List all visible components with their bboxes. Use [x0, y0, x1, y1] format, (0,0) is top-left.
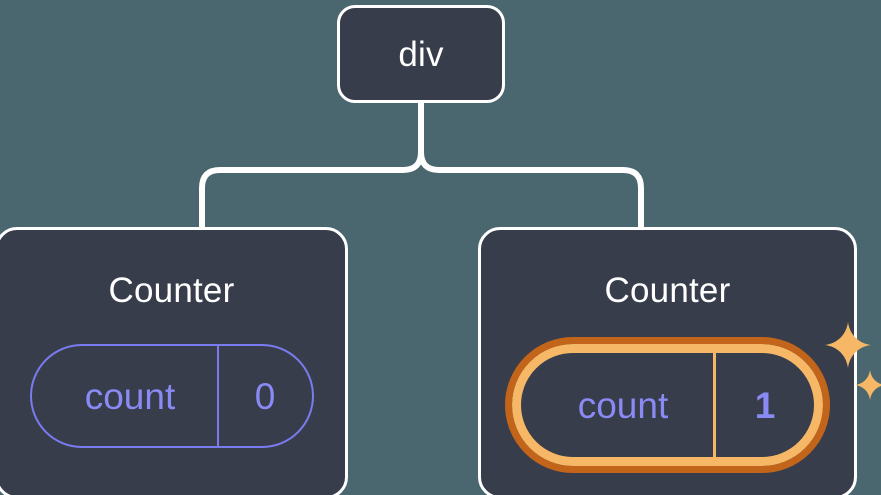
state-value-right: 1	[713, 353, 814, 457]
state-pill-left[interactable]: count 0	[29, 344, 314, 448]
node-counter-left[interactable]: Counter count 0	[0, 227, 348, 495]
node-counter-right[interactable]: Counter count 1	[478, 227, 881, 495]
state-key-left: count	[84, 375, 176, 417]
node-div[interactable]: div	[337, 5, 505, 103]
state-pill-wrapper-right: count 1	[505, 322, 881, 473]
state-pill-wrapper-left: count 0	[29, 344, 314, 448]
sparkle-small-icon	[855, 370, 881, 400]
node-counter-right-title: Counter	[604, 271, 731, 310]
node-div-label: div	[398, 34, 444, 74]
state-key-right: count	[577, 384, 669, 426]
state-pill-right[interactable]: count 1	[505, 337, 830, 473]
node-counter-left-title: Counter	[108, 271, 235, 310]
sparkle-large-icon	[825, 322, 871, 368]
state-value-left: 0	[216, 346, 312, 446]
